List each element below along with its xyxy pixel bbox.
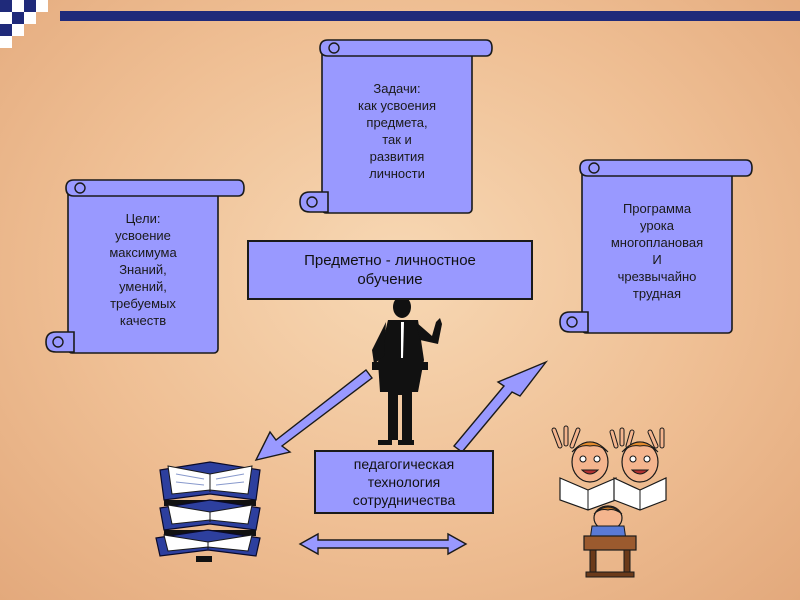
scroll-tasks <box>299 39 493 214</box>
scroll-goals <box>45 179 245 354</box>
double-arrow <box>298 532 468 556</box>
arrow-to-books <box>254 369 373 462</box>
center-box-label: Предметно - личностное обучение <box>304 252 476 288</box>
top-bar <box>60 11 800 21</box>
open-books-stack-icon <box>155 461 261 562</box>
center-box: Предметно - личностное обучение <box>247 240 533 300</box>
bottom-box: педагогическая технология сотрудничества <box>314 450 494 514</box>
cartoon-students-icon <box>551 425 667 578</box>
corner-decoration-icon <box>0 0 48 48</box>
program-text: Программа урока многоплановая И чрезвыча… <box>610 201 704 301</box>
presenter-silhouette-icon <box>372 296 442 445</box>
goals-text: Цели: усвоение максимума Знаний, умений,… <box>109 211 177 328</box>
scroll-program <box>559 159 753 334</box>
arrow-to-bottom-box <box>452 360 549 453</box>
tasks-text: Задачи: как усвоения предмета, так и раз… <box>357 81 437 181</box>
bottom-box-label: педагогическая технология сотрудничества <box>352 456 456 508</box>
